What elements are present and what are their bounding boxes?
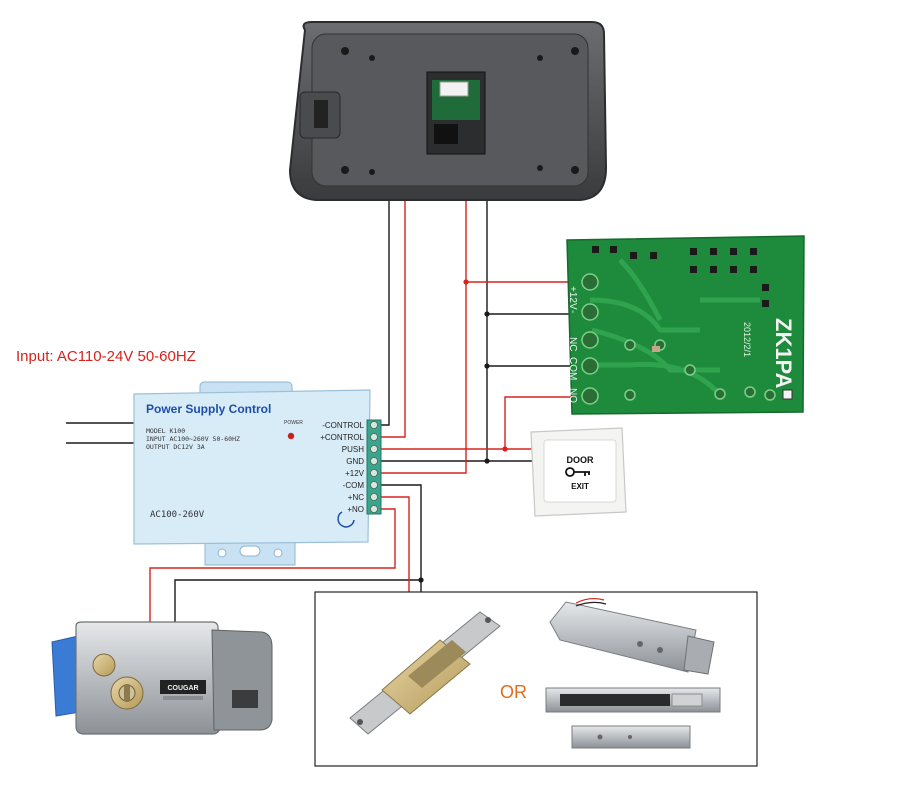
- relay-pin-label: NC: [567, 337, 578, 351]
- junction-dot: [463, 279, 469, 285]
- relay-pin-label: -: [567, 310, 578, 313]
- key-icon: [565, 467, 590, 477]
- psu-voltage: AC100-260V: [150, 510, 205, 520]
- junction-dot: [484, 311, 490, 317]
- relay-board-date: 2012/2/1: [742, 322, 752, 357]
- junction-dot: [484, 458, 490, 464]
- junction-dot: [502, 446, 508, 452]
- wire-reader-black-1: [380, 98, 390, 426]
- psu-output-spec: OUTPUT DC12V 3A: [146, 443, 205, 451]
- drop-bolt: [549, 597, 715, 675]
- terminal-label: +CONTROL: [320, 433, 364, 442]
- terminal-label: PUSH: [342, 445, 364, 454]
- terminal-label: GND: [346, 457, 364, 466]
- exit-button-line2: EXIT: [571, 482, 589, 491]
- exit-button: DOOR EXIT: [530, 427, 627, 517]
- power-led: [287, 432, 295, 440]
- junction-dot: [418, 577, 424, 583]
- terminal-label: +12V: [345, 469, 365, 478]
- psu-title: Power Supply Control: [146, 402, 271, 416]
- relay-pads: [581, 273, 776, 405]
- power-supply: Power Supply Control MODEL K100 INPUT AC…: [133, 381, 382, 566]
- terminal-label: -CONTROL: [322, 421, 364, 430]
- card-reader: [288, 21, 608, 201]
- rim-lock: COUGAR: [51, 621, 273, 735]
- screw-holes: [341, 47, 579, 175]
- psu-model: MODEL K100: [146, 427, 185, 435]
- adjust-screw-icon: [337, 511, 355, 528]
- wire-reader-red-2: [380, 95, 467, 474]
- relay-pin-label: COM: [567, 357, 578, 380]
- armature-plate: [571, 725, 691, 749]
- magnetic-lock: [545, 687, 721, 713]
- input-spec-label: Input: AC110-24V 50-60HZ: [16, 348, 196, 365]
- rim-lock-brand: COUGAR: [167, 685, 198, 692]
- wire-junctions: [418, 279, 508, 583]
- exit-button-line1: DOOR: [567, 455, 595, 465]
- electric-strike: [349, 611, 501, 735]
- wire-reader-red-1: [380, 92, 406, 438]
- relay-pin-labels: +12V - NC COM NO: [567, 286, 578, 403]
- junction-dot: [484, 363, 490, 369]
- relay-board: ZK1PA 2012/2/1 +12V - NC COM NO: [566, 235, 805, 415]
- terminal-label: -COM: [343, 481, 365, 490]
- wires: [66, 92, 572, 625]
- relay-pin-label: +12V: [567, 286, 578, 310]
- terminal-block: [366, 419, 382, 515]
- wire-no-red: [149, 508, 396, 625]
- wire-relay-no: [380, 396, 572, 450]
- alternative-locks-panel: OR: [314, 591, 758, 767]
- relay-board-name: ZK1PA: [771, 318, 796, 389]
- psu-power-led-label: POWER: [284, 420, 303, 426]
- or-separator: OR: [500, 682, 527, 702]
- relay-holes: [592, 246, 769, 307]
- relay-pin-label: NO: [567, 388, 578, 403]
- psu-input-spec: INPUT AC100~260V 50-60HZ: [146, 435, 240, 443]
- keyhole-knob-top: [92, 653, 116, 677]
- terminal-screws: [370, 421, 378, 513]
- terminal-label: +NO: [347, 505, 364, 514]
- wire-nc-red: [380, 496, 410, 592]
- terminal-label: +NC: [348, 493, 364, 502]
- terminal-labels: -CONTROL +CONTROL PUSH GND +12V -COM +NC…: [320, 421, 364, 514]
